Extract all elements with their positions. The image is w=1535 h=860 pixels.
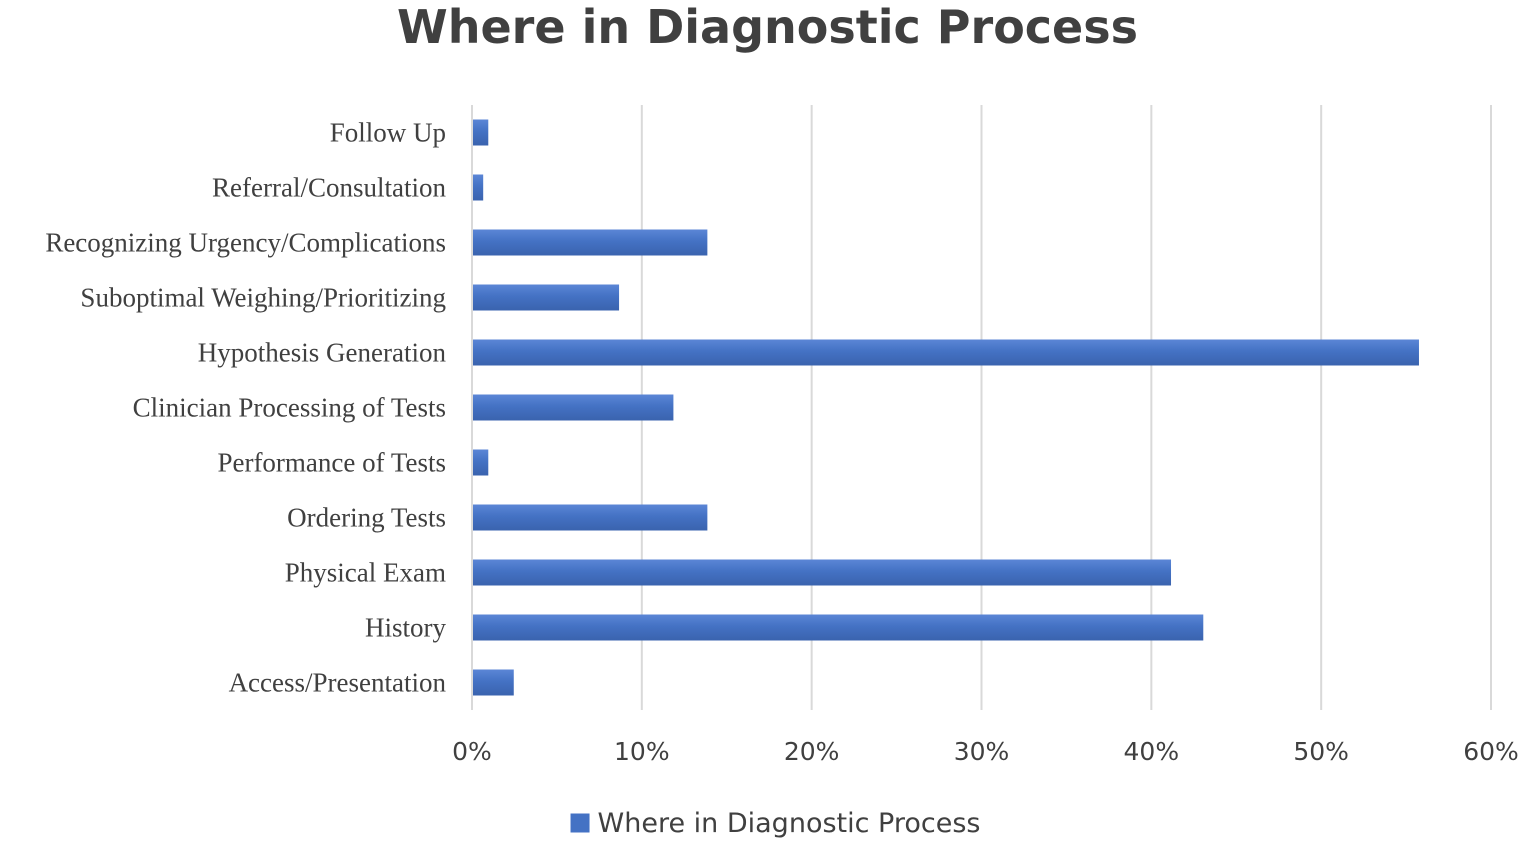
category-labels: Access/Presentation History Physical Exam O… <box>45 118 446 698</box>
bar <box>473 669 514 696</box>
category-label: Referral/Consultation <box>212 173 446 203</box>
category-label: Clinician Processing of Tests <box>133 393 446 423</box>
bar <box>473 394 674 421</box>
x-tick-label: 10% <box>614 737 670 766</box>
category-label: Access/Presentation <box>229 668 447 698</box>
x-tick-label: 40% <box>1124 737 1180 766</box>
bar <box>473 174 484 201</box>
x-tick-label: 0% <box>452 737 492 766</box>
category-label: Suboptimal Weighing/Prioritizing <box>80 283 446 313</box>
x-tick-label: 30% <box>954 737 1010 766</box>
bar <box>473 339 1419 366</box>
legend-label: Where in Diagnostic Process <box>598 808 981 839</box>
category-label: Follow Up <box>330 118 446 148</box>
category-label: Physical Exam <box>285 558 446 588</box>
bar <box>473 614 1204 641</box>
category-label: History <box>365 613 447 643</box>
legend: Where in Diagnostic Process <box>570 808 981 839</box>
category-label: Ordering Tests <box>287 503 446 533</box>
x-tick-label: 60% <box>1463 737 1519 766</box>
category-label: Performance of Tests <box>217 448 446 478</box>
bar <box>473 119 489 146</box>
x-tick-label: 50% <box>1293 737 1349 766</box>
bar <box>473 229 708 256</box>
legend-swatch <box>570 813 590 833</box>
x-axis-tick-labels: 0% 10% 20% 30% 40% 50% 60% <box>452 737 1519 766</box>
category-label: Hypothesis Generation <box>198 338 447 368</box>
x-tick-label: 20% <box>784 737 840 766</box>
bar <box>473 449 489 476</box>
bar <box>473 504 708 531</box>
bar <box>473 559 1172 586</box>
bars <box>473 119 1419 696</box>
category-label: Recognizing Urgency/Complications <box>45 228 446 258</box>
bar <box>473 284 620 311</box>
chart-title: Where in Diagnostic Process <box>396 0 1139 54</box>
